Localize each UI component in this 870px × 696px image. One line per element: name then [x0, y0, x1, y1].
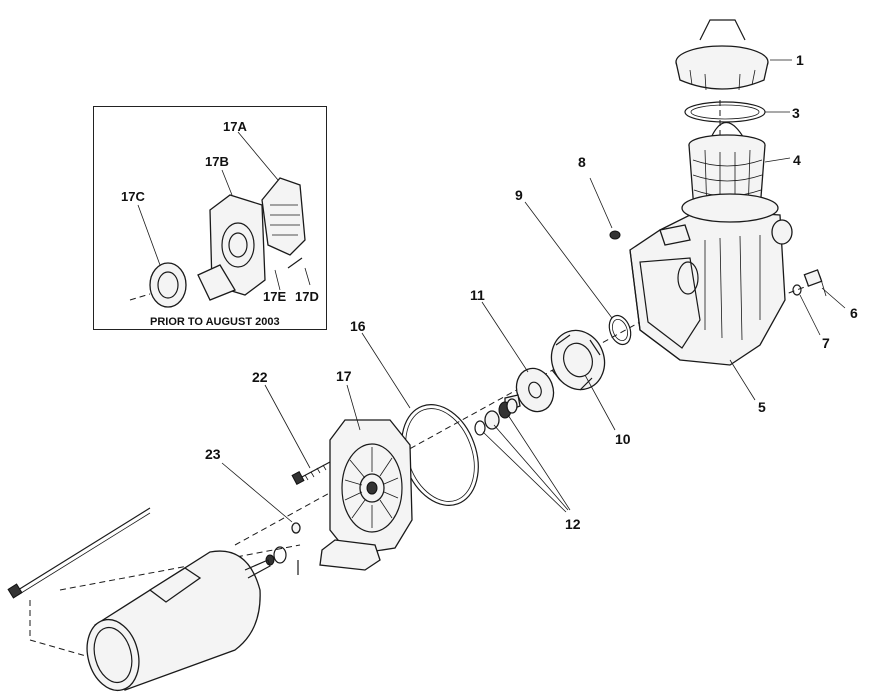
inset-caption: PRIOR TO AUGUST 2003: [150, 316, 280, 328]
callout-1: 1: [796, 52, 804, 68]
screw-8-part: [609, 230, 621, 240]
bolt-22-part: [291, 461, 331, 485]
tie-rod-part: [7, 507, 151, 599]
drain-o-ring-part: [792, 284, 802, 296]
washer-23-part: [265, 522, 301, 575]
callout-12: 12: [565, 516, 581, 532]
callout-23: 23: [205, 446, 221, 462]
callout-17a: 17A: [223, 119, 247, 134]
callout-3: 3: [792, 105, 800, 121]
lid-part: [675, 19, 769, 91]
callout-11: 11: [470, 287, 485, 303]
callout-9: 9: [515, 187, 523, 203]
callout-17: 17: [336, 368, 352, 384]
callout-4: 4: [793, 152, 801, 168]
inset-drawing: [129, 131, 311, 308]
seal-plate-part: [319, 419, 413, 571]
motor-guide: [59, 544, 301, 591]
callout-16: 16: [350, 318, 366, 334]
drain-plug-part: [803, 269, 827, 297]
callout-5: 5: [758, 399, 766, 415]
callout-6: 6: [850, 305, 858, 321]
callout-10: 10: [615, 431, 631, 447]
housing-o-ring-part: [608, 314, 632, 346]
mechanical-seal-part: [474, 398, 518, 436]
callout-7: 7: [822, 335, 830, 351]
inset-frame: [93, 106, 327, 330]
callout-22: 22: [252, 369, 268, 385]
pump-housing-part: [629, 193, 793, 366]
diffuser-part: [550, 329, 606, 391]
callout-17b: 17B: [205, 154, 229, 169]
drain-plug-axis: [769, 284, 811, 301]
motor-part: [86, 550, 271, 692]
callout-17d: 17D: [295, 289, 319, 304]
callout-17c: 17C: [121, 189, 145, 204]
tie-rod-axis: [29, 600, 101, 661]
callout-8: 8: [578, 154, 586, 170]
callout-17e: 17E: [263, 289, 287, 304]
